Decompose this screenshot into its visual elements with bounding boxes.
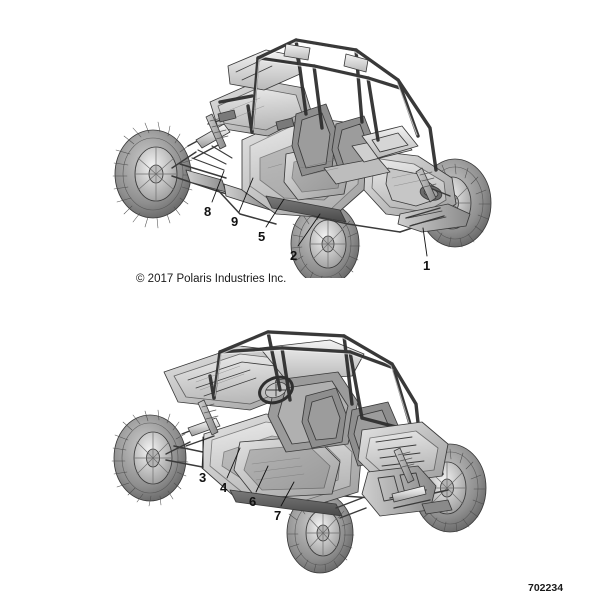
shock-front-left xyxy=(197,399,219,436)
copyright-notice: © 2017 Polaris Industries Inc. xyxy=(136,273,287,285)
callout-7: 7 xyxy=(274,508,282,523)
steering-wheel xyxy=(258,375,294,405)
front-shock xyxy=(415,167,437,203)
shock-rear-right xyxy=(393,447,415,484)
wheel-rear-left xyxy=(112,121,194,229)
callout-5: 5 xyxy=(258,229,266,244)
exhaust xyxy=(421,499,453,515)
cage-hoop xyxy=(212,330,412,426)
callout-4: 4 xyxy=(220,480,228,495)
cage-top-rail xyxy=(256,56,402,90)
cage-a-pillar xyxy=(396,78,438,172)
wheel-left-front xyxy=(111,409,189,507)
callout-2: 2 xyxy=(290,248,298,263)
part-number-label: 702234 xyxy=(528,582,564,594)
figure-bottom-vehicle xyxy=(100,318,500,578)
bumper-grille xyxy=(375,436,425,467)
cage-rail xyxy=(218,346,396,370)
front-bumper xyxy=(397,203,471,233)
callout-3: 3 xyxy=(199,470,207,485)
callout-8: 8 xyxy=(204,204,212,219)
rear-shock xyxy=(205,113,229,150)
callout-1: 1 xyxy=(423,258,431,273)
callout-9: 9 xyxy=(231,214,239,229)
callout-6: 6 xyxy=(249,494,257,509)
cage-main-hoop xyxy=(250,38,420,138)
figure-top-vehicle xyxy=(100,18,500,278)
